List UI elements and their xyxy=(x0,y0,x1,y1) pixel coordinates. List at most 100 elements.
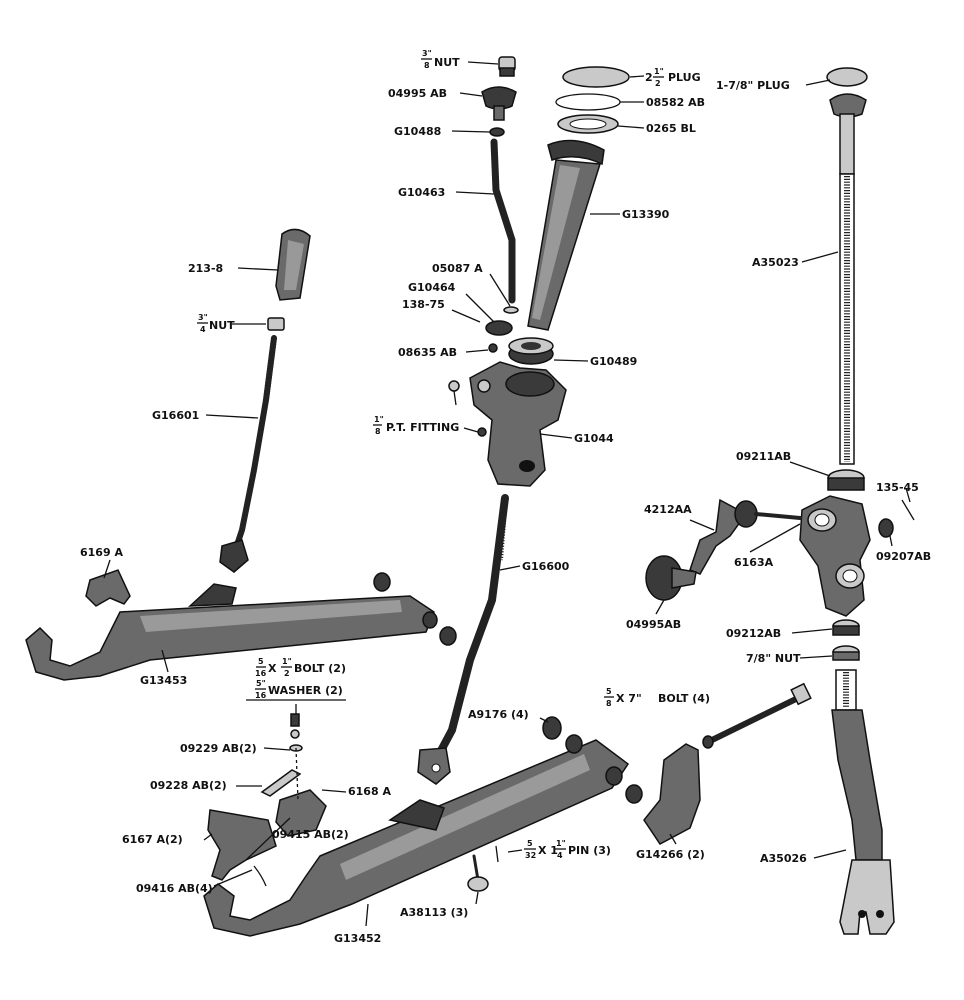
label-135-45: 135-45 xyxy=(876,481,919,494)
lever-rod-highlight xyxy=(492,140,514,302)
label-09416ab: 09416 AB(4) xyxy=(136,882,213,895)
label-pt-fitting-num: 1" xyxy=(374,415,384,424)
label-nut-7-8: 7/8" NUT xyxy=(746,652,801,665)
label-a35023: A35023 xyxy=(752,256,799,269)
label-bolt-5-8-den: 8 xyxy=(606,699,612,708)
nut-09207ab-part xyxy=(878,518,894,538)
label-bolt-5-16-num: 5 xyxy=(258,657,264,666)
label-nut-3-8-den: 8 xyxy=(424,61,430,70)
label-04995ab-crank: 04995AB xyxy=(626,618,681,631)
label-bolt-5-8x7: BOLT (4) xyxy=(658,692,710,705)
bracket-6169a-part xyxy=(85,569,131,607)
bearing-g10489-part xyxy=(508,337,554,365)
label-a35026: A35026 xyxy=(760,852,807,865)
label-g1044: G1044 xyxy=(574,432,614,445)
bracket-6163a-part xyxy=(799,495,871,617)
label-washer-5-16: WASHER (2) xyxy=(268,684,343,697)
label-nut-3-4: NUT xyxy=(209,319,235,332)
label-g10463: G10463 xyxy=(398,186,445,199)
label-g13390: G13390 xyxy=(622,208,670,221)
label-bolt-1-2-den: 2 xyxy=(284,669,290,678)
label-g16601: G16601 xyxy=(152,409,199,422)
pt-fitting-part xyxy=(448,380,487,437)
label-g10489: G10489 xyxy=(590,355,637,368)
lift-rod-g16601-part xyxy=(233,335,277,551)
label-bolt-5-16-den: 16 xyxy=(255,669,267,678)
spring-09416ab-part xyxy=(253,865,267,887)
label-pin-1-4-den: 4 xyxy=(557,851,563,860)
strap-09228ab-part xyxy=(260,769,302,797)
label-09415ab: 09415 AB(2) xyxy=(272,828,349,841)
nut-b-part xyxy=(422,611,438,629)
label-08582ab: 08582 AB xyxy=(646,96,705,109)
label-0265bl: 0265 BL xyxy=(646,122,696,135)
lift-link-a35026-part xyxy=(831,669,895,935)
nut-g10464-part xyxy=(485,320,513,336)
label-nut-3-4-den: 4 xyxy=(200,325,206,334)
screw-a35023-part xyxy=(829,93,867,465)
label-09229ab: 09229 AB(2) xyxy=(180,742,257,755)
lever-rod-g10463-part xyxy=(490,138,516,304)
washer-g10488-part xyxy=(489,127,505,137)
rod-clevis-g16601 xyxy=(219,539,249,573)
label-4212aa: 4212AA xyxy=(644,503,692,516)
label-09228ab: 09228 AB(2) xyxy=(150,779,227,792)
label-g10488: G10488 xyxy=(394,125,441,138)
label-09207ab: 09207AB xyxy=(876,550,931,563)
snap-ring-08582ab-part xyxy=(555,93,621,111)
label-plug-1-7-8: 1-7/8" PLUG xyxy=(716,79,790,92)
nut-09212ab-part xyxy=(832,619,860,636)
label-g13452: G13452 xyxy=(334,932,381,945)
label-washer-num: 5" xyxy=(256,679,266,688)
plug-2-1-2-part xyxy=(562,66,630,88)
label-g16600: G16600 xyxy=(522,560,570,573)
ball-08635ab-part xyxy=(488,343,498,353)
label-a9176: A9176 (4) xyxy=(468,708,529,721)
label-pt-fitting-den: 8 xyxy=(375,427,381,436)
label-pin-1-4-num: 1" xyxy=(556,839,566,848)
label-05087a: 05087 A xyxy=(432,262,483,275)
label-nut-3-4-num: 3" xyxy=(198,313,208,322)
housing-g1044-part xyxy=(469,361,567,487)
label-09211ab: 09211AB xyxy=(736,450,791,463)
handle-213-8-part xyxy=(275,228,311,301)
label-g14266: G14266 (2) xyxy=(636,848,705,861)
label-bolt-5-16: BOLT (2) xyxy=(294,662,346,675)
sleeve-g13390-part xyxy=(527,139,605,331)
label-6163a: 6163A xyxy=(734,556,774,569)
label-08635ab: 08635 AB xyxy=(398,346,457,359)
leader-lines xyxy=(103,61,911,927)
nut-09211ab-part xyxy=(827,469,865,491)
knob-04995ab-part xyxy=(481,86,517,121)
crank-4212aa-part xyxy=(689,498,802,575)
pin-5-32-part xyxy=(495,845,499,863)
label-bolt-5-8-num: 5 xyxy=(606,687,612,696)
label-plug-2-1-2-den: 2 xyxy=(655,79,661,88)
label-pin-5-32: PIN (3) xyxy=(568,844,611,857)
pin-a38113-part xyxy=(467,854,489,892)
label-g13453: G13453 xyxy=(140,674,187,687)
label-plug-2-1-2-whole: 2 xyxy=(645,71,653,84)
pin-135-45-part xyxy=(901,499,915,521)
label-bolt-1-2-num: 1" xyxy=(282,657,292,666)
washer-05087a-part xyxy=(503,306,519,314)
label-nut-3-8-num: 3" xyxy=(422,49,432,58)
label-bolt-5-8-x7: X 7" xyxy=(616,692,642,705)
lower-link-g13453-part xyxy=(25,583,435,681)
plug-1-7-8-part xyxy=(826,67,868,87)
label-6168a: 6168 A xyxy=(348,785,391,798)
nut-7-8-part xyxy=(832,645,860,661)
label-pin-x1: X 1 xyxy=(538,844,558,857)
label-plug-2-1-2: PLUG xyxy=(668,71,701,84)
rod-clevis-g16600 xyxy=(417,747,451,785)
nut-3-4-part xyxy=(267,317,285,331)
hook-6167a-part xyxy=(207,809,277,881)
bolt-5-8x7-part xyxy=(702,682,812,749)
lift-rod-g16600-part xyxy=(432,494,509,764)
label-pt-fitting: P.T. FITTING xyxy=(386,421,459,434)
label-6169a: 6169 A xyxy=(80,546,123,559)
nut-a9176-part xyxy=(542,716,562,740)
label-a38113: A38113 (3) xyxy=(400,906,468,919)
bracket-6168a-part xyxy=(275,789,327,837)
